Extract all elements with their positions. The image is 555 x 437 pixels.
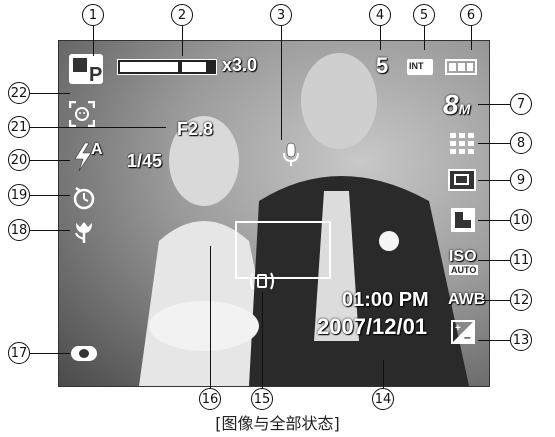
- wedding-photo: [139, 53, 469, 386]
- figure-caption: [图像与全部状态]: [215, 414, 340, 433]
- callout-13: 13: [510, 329, 532, 351]
- flash-letter: A: [91, 141, 103, 158]
- camera-program-icon: P: [69, 54, 103, 86]
- leader-9: [478, 180, 510, 182]
- battery-icon: [445, 59, 477, 75]
- leader-12: [478, 300, 510, 302]
- mode-letter: P: [89, 64, 103, 86]
- iso-icon: ISO AUTO: [449, 248, 479, 275]
- leader-10: [478, 220, 510, 222]
- zoom-level: x3.0: [222, 55, 258, 75]
- leader-21: [30, 127, 166, 129]
- callout-10: 10: [510, 209, 532, 231]
- leader-2: [182, 26, 184, 56]
- leader-8: [478, 143, 510, 145]
- callout-15: 15: [251, 388, 273, 410]
- leader-7: [478, 104, 510, 106]
- callout-17: 17: [8, 342, 30, 364]
- leader-11: [478, 260, 510, 262]
- shake-warning-icon: [247, 269, 277, 297]
- face-detect-icon: [68, 100, 96, 131]
- size-unit: M: [458, 101, 471, 117]
- shots-remaining: 5: [376, 53, 389, 78]
- camera-lcd-screen: P x3.0 5 INT 8M: [58, 40, 490, 387]
- leader-15: [262, 292, 264, 390]
- leader-19: [30, 195, 70, 197]
- image-size-icon: 8M: [443, 89, 470, 121]
- callout-4: 4: [369, 4, 391, 26]
- leader-4: [380, 26, 382, 50]
- exposure-compensation-icon: + –: [451, 320, 475, 344]
- callout-20: 20: [8, 149, 30, 171]
- callout-19: 19: [8, 184, 30, 206]
- callout-7: 7: [510, 93, 532, 115]
- size-number: 8: [443, 89, 459, 120]
- macro-flower-icon: [71, 219, 97, 249]
- leader-1: [93, 26, 95, 56]
- internal-memory-icon: INT: [407, 59, 433, 75]
- quality-grid-icon: [450, 133, 476, 159]
- callout-9: 9: [510, 169, 532, 191]
- self-timer-icon: [71, 185, 97, 215]
- callout-12: 12: [510, 289, 532, 311]
- leader-18: [30, 230, 70, 232]
- memory-label: INT: [409, 61, 424, 71]
- callout-22: 22: [8, 82, 30, 104]
- leader-3: [281, 26, 283, 140]
- callout-18: 18: [8, 219, 30, 241]
- callout-21: 21: [8, 116, 30, 138]
- svg-text:+: +: [455, 323, 461, 334]
- callout-14: 14: [372, 388, 394, 410]
- callout-1: 1: [82, 4, 104, 26]
- leader-13: [478, 340, 510, 342]
- leader-16: [210, 246, 212, 390]
- flash-auto-icon: A: [71, 141, 107, 177]
- histogram-icon: [71, 346, 97, 361]
- iso-value: AUTO: [449, 265, 479, 275]
- time-display: 01:00 PM: [342, 289, 429, 311]
- leader-5: [424, 26, 426, 50]
- drive-mode-icon: [451, 208, 475, 232]
- callout-2: 2: [171, 4, 193, 26]
- leader-17: [30, 353, 70, 355]
- iso-label: ISO: [449, 248, 477, 265]
- autofocus-frame: [235, 221, 331, 279]
- white-balance-label: AWB: [448, 291, 486, 308]
- leader-6: [471, 26, 473, 50]
- leader-20: [30, 160, 70, 162]
- svg-text:–: –: [464, 330, 471, 342]
- zoom-bar-icon: [117, 59, 217, 75]
- callout-16: 16: [199, 388, 221, 410]
- shutter-speed: 1/45: [127, 151, 163, 171]
- callout-6: 6: [460, 4, 482, 26]
- date-display: 2007/12/01: [317, 314, 428, 339]
- aperture-value: F2.8: [177, 119, 214, 139]
- leader-14: [383, 360, 385, 390]
- callout-3: 3: [270, 4, 292, 26]
- callout-8: 8: [510, 132, 532, 154]
- microphone-icon: [281, 141, 301, 171]
- metering-icon: [448, 169, 476, 191]
- leader-22: [30, 93, 70, 95]
- callout-11: 11: [510, 249, 532, 271]
- callout-5: 5: [413, 4, 435, 26]
